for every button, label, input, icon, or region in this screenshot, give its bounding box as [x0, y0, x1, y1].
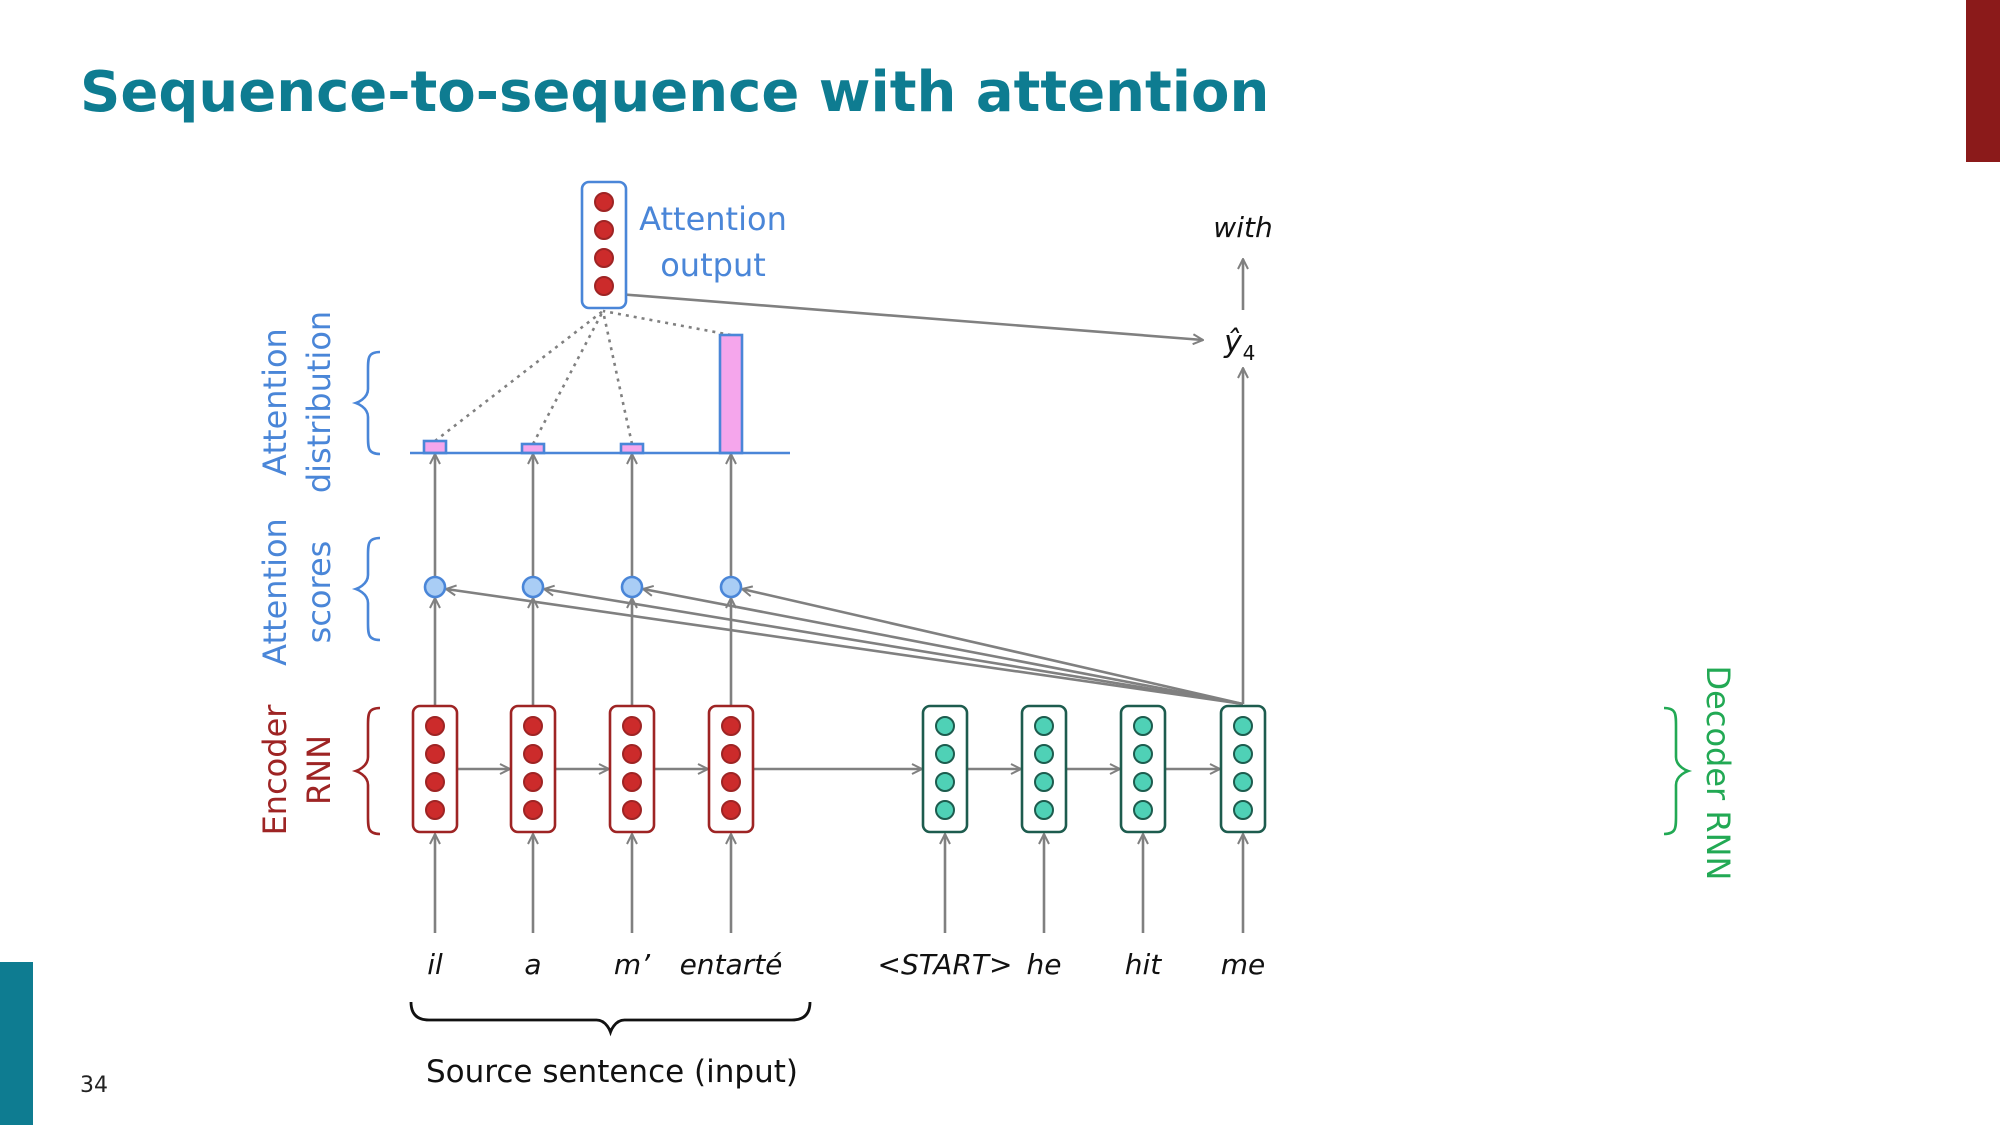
encoder-state-unit — [622, 800, 642, 820]
decoder-state-box — [1020, 704, 1068, 834]
encoder-state-unit — [425, 800, 445, 820]
weighted-sum-dotted-line — [602, 309, 732, 337]
encoder-state-unit — [523, 744, 543, 764]
source-sentence-label: Source sentence (input) — [426, 1054, 798, 1090]
attention-output-arrow — [617, 292, 1203, 340]
decoder-state-unit — [1133, 800, 1153, 820]
decoder-to-score-arrow — [742, 589, 1244, 706]
encoder-state-box — [707, 704, 755, 834]
encoder-state-unit — [523, 800, 543, 820]
encoder-state-unit — [523, 716, 543, 736]
encoder-state-unit — [721, 800, 741, 820]
attention-distribution-label-line: Attention — [256, 328, 294, 476]
encoder-state-unit — [721, 744, 741, 764]
attention-distribution-bar — [718, 333, 744, 455]
attention-output-label: output — [660, 246, 766, 284]
decoder-rnn-label: Decoder RNN — [1699, 666, 1737, 881]
attention-distribution-bar — [422, 439, 448, 455]
encoder-state-unit — [721, 716, 741, 736]
slide-title: Sequence-to-sequence with attention — [80, 60, 1270, 125]
decoder-state-unit — [1233, 716, 1253, 736]
decoder-state-box — [1219, 704, 1267, 834]
encoder-rnn-label-line: Encoder — [256, 704, 294, 836]
source-word: a — [524, 948, 541, 981]
encoder-state-unit — [622, 772, 642, 792]
encoder-state-unit — [425, 744, 445, 764]
attention-distribution-label-line: distribution — [300, 311, 338, 493]
attention-score-node — [719, 575, 743, 599]
attention-scores-label-line: scores — [300, 541, 338, 644]
decoder-to-score-arrow — [544, 589, 1244, 706]
decoder-state-unit — [1133, 716, 1153, 736]
decoder-state-box — [1119, 704, 1167, 834]
attention-output-unit — [594, 192, 614, 212]
decoder-state-unit — [1133, 744, 1153, 764]
attention-output-box — [580, 180, 628, 310]
encoder-state-box — [608, 704, 656, 834]
decoder-state-unit — [1233, 744, 1253, 764]
decoder-to-score-arrow — [446, 589, 1244, 706]
page-number: 34 — [80, 1073, 108, 1098]
attention-score-node — [423, 575, 447, 599]
encoder-state-unit — [622, 716, 642, 736]
decoder-to-score-arrow — [643, 589, 1244, 706]
attention-output-unit — [594, 276, 614, 296]
output-word: with — [1213, 211, 1272, 244]
attention-score-node — [620, 575, 644, 599]
encoder-state-unit — [622, 744, 642, 764]
decoder-state-unit — [935, 744, 955, 764]
prediction-symbol: ŷ — [1223, 325, 1243, 360]
encoder-state-unit — [425, 772, 445, 792]
decoder-state-unit — [1233, 772, 1253, 792]
decoder-state-unit — [935, 800, 955, 820]
attention-distribution-bar — [619, 442, 645, 455]
attention-output-unit — [594, 220, 614, 240]
attention-scores-label-line: Attention — [256, 518, 294, 666]
accent-bar-red — [1966, 0, 2000, 162]
attention-output-label: Attention — [639, 200, 787, 238]
weighted-sum-dotted-line — [434, 309, 604, 443]
encoder-state-box — [411, 704, 459, 834]
decoder-state-box — [921, 704, 969, 834]
source-word: entarté — [680, 948, 783, 981]
source-sentence-brace — [409, 1001, 812, 1037]
scores-brace — [351, 536, 381, 642]
encoder-state-unit — [721, 772, 741, 792]
decoder-state-unit — [1034, 800, 1054, 820]
decoder-state-unit — [1233, 800, 1253, 820]
source-word: m’ — [614, 948, 651, 981]
attention-distribution-bar — [520, 442, 546, 455]
distribution-brace — [351, 350, 381, 456]
encoder-rnn-label-line: RNN — [300, 735, 338, 805]
decoder-brace — [1663, 706, 1693, 836]
prediction-subscript: 4 — [1243, 341, 1256, 365]
encoder-state-box — [509, 704, 557, 834]
attention-score-node — [521, 575, 545, 599]
decoder-input-word: <START> — [878, 948, 1013, 981]
decoder-state-unit — [1034, 772, 1054, 792]
decoder-state-unit — [1034, 716, 1054, 736]
decoder-state-unit — [935, 772, 955, 792]
encoder-state-unit — [523, 772, 543, 792]
weighted-sum-dotted-line — [601, 310, 634, 445]
decoder-input-word: hit — [1125, 948, 1163, 981]
encoder-state-unit — [425, 716, 445, 736]
decoder-state-unit — [935, 716, 955, 736]
decoder-state-unit — [1133, 772, 1153, 792]
weighted-sum-dotted-line — [531, 310, 605, 445]
encoder-brace — [351, 706, 381, 836]
decoder-rnn-label-text: Decoder RNN — [1699, 666, 1737, 881]
accent-bar-teal — [0, 962, 33, 1125]
decoder-input-word: me — [1221, 948, 1266, 981]
attention-output-unit — [594, 248, 614, 268]
source-word: il — [427, 948, 443, 981]
decoder-state-unit — [1034, 744, 1054, 764]
decoder-input-word: he — [1027, 948, 1062, 981]
